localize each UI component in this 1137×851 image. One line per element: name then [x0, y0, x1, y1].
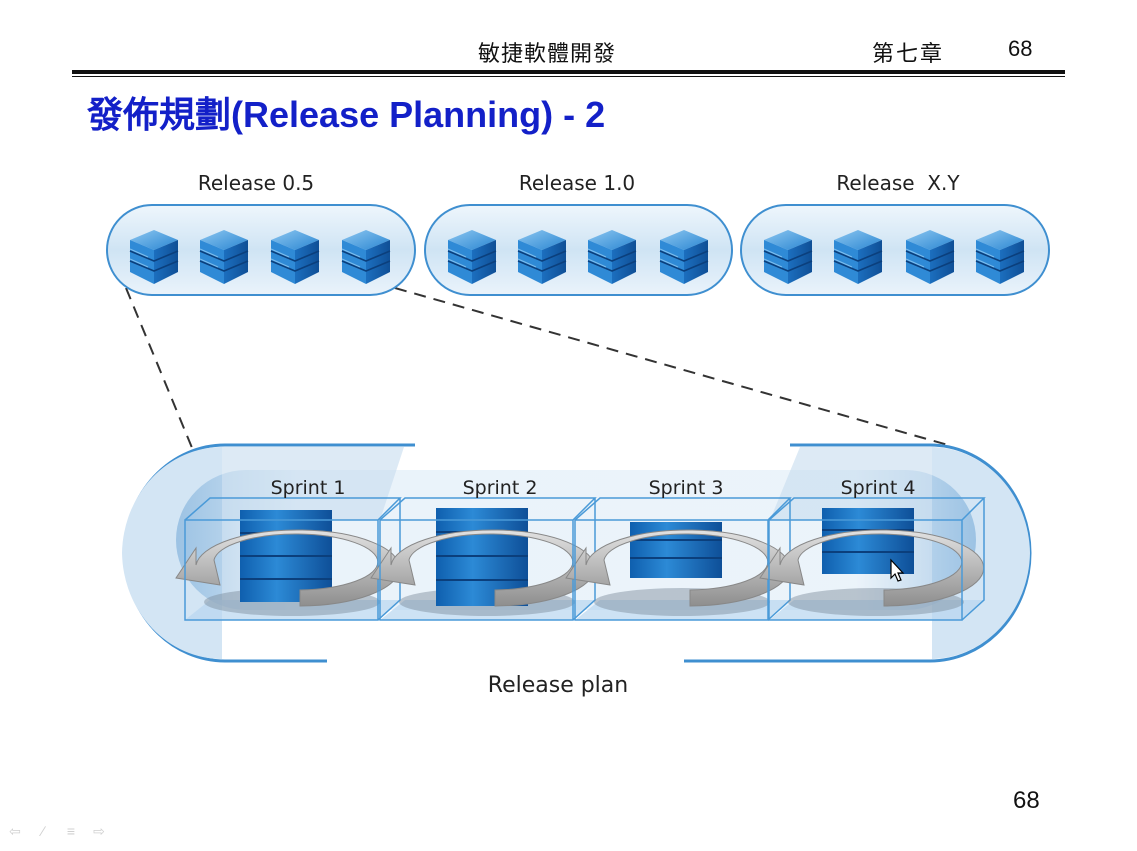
release-plan-caption: Release plan — [488, 673, 628, 698]
next-arrow-icon[interactable]: ⇨ — [93, 823, 105, 839]
menu-icon[interactable]: ≡ — [66, 823, 76, 839]
pen-icon[interactable]: ∕ — [41, 823, 45, 839]
release-label-x.y: Release X.Y — [836, 171, 960, 195]
slide-title: 發佈規劃(Release Planning) - 2 — [87, 86, 605, 138]
course-title: 敏捷軟體開發 — [478, 42, 617, 67]
slide-title-latin: (Release Planning) - 2 — [231, 94, 606, 135]
slide-title-cjk: 發佈規劃 — [87, 94, 232, 136]
sprint-label-2: Sprint 2 — [463, 477, 538, 499]
mouse-cursor-icon — [890, 558, 905, 582]
prev-arrow-icon[interactable]: ⇦ — [9, 823, 21, 839]
release-capsule-1.0 — [424, 204, 733, 296]
release-capsule-0.5 — [106, 204, 416, 296]
sprint-box-3 — [565, 497, 792, 621]
header-rule-thin — [72, 76, 1065, 77]
connector-right — [394, 287, 949, 446]
sprint-box-4 — [759, 497, 986, 621]
connector-left — [125, 287, 196, 456]
slideshow-nav: ⇦ ∕ ≡ ⇨ — [6, 824, 108, 838]
sprint-box-1 — [175, 497, 402, 621]
header-rule — [72, 70, 1065, 74]
sprint-label-4: Sprint 4 — [841, 477, 916, 499]
sprint-label-1: Sprint 1 — [271, 477, 346, 499]
sprint-box-2 — [370, 497, 597, 621]
release-capsule-x.y — [740, 204, 1050, 296]
sprint-label-3: Sprint 3 — [649, 477, 724, 499]
slide-number: 68 — [1013, 787, 1040, 814]
chapter-label: 第七章 — [872, 42, 945, 67]
release-label-0.5: Release 0.5 — [198, 171, 314, 195]
header-page-number: 68 — [1008, 36, 1033, 61]
release-label-1.0: Release 1.0 — [519, 171, 635, 195]
